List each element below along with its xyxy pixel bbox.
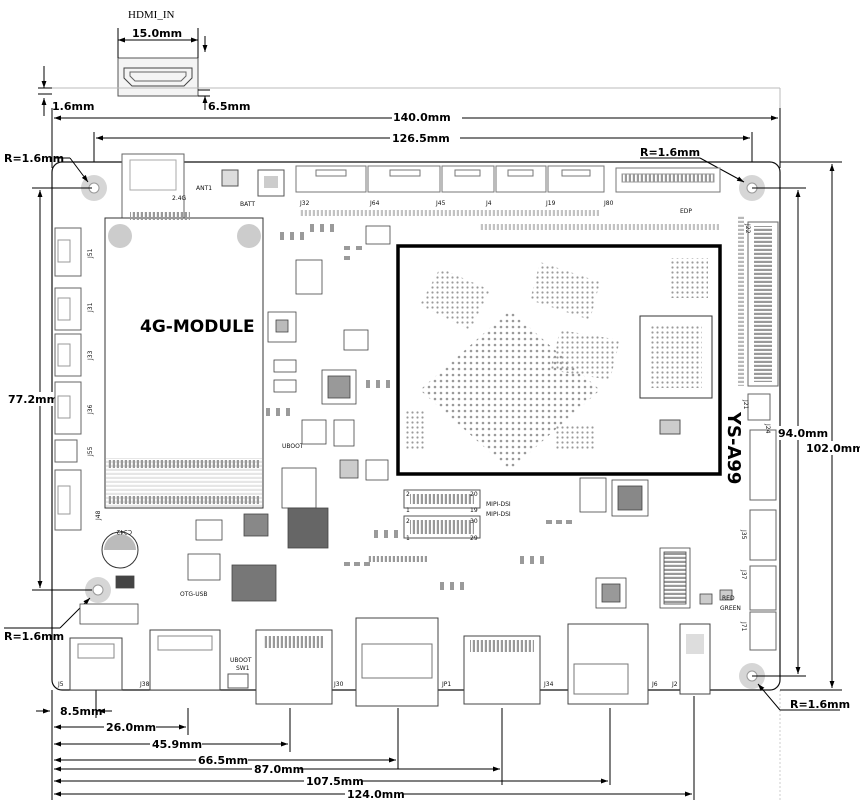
component-clusters — [79, 225, 391, 625]
hdmi-label: HDMI_IN — [128, 9, 174, 21]
bottom-dim-2: 26.0mm — [106, 721, 156, 734]
passive-row — [300, 210, 600, 216]
hdmi-offset-dim: 6.5mm — [208, 100, 250, 113]
soc-region — [396, 244, 722, 476]
cap-label: C342 — [116, 528, 132, 535]
conn-j5: J5 — [57, 681, 64, 688]
ant-band-label: 2.4G — [172, 195, 187, 202]
mipi-label-2: MIPI-DSI — [486, 511, 511, 518]
uboot-label: UBOOT — [282, 443, 304, 450]
conn-jp1: JP1 — [441, 681, 451, 688]
mipi-pin-1a: 1 — [406, 507, 410, 514]
ant-label: ANT1 — [196, 185, 212, 192]
overall-height-text: 102.0mm — [806, 442, 860, 455]
bottom-dim-5: 87.0mm — [254, 763, 304, 776]
conn-j45: J45 — [435, 200, 446, 207]
bottom-dims: 8.5mm 26.0mm 45.9mm 66.5mm 87.0mm 107.5m… — [36, 690, 695, 801]
conn-j2: J2 — [671, 681, 678, 688]
radius-callouts: R=1.6mm R=1.6mm R=1.6mm R=1.6mm — [4, 146, 850, 711]
batt-label: BATT — [240, 201, 255, 208]
radius-top-left: R=1.6mm — [4, 152, 64, 165]
capacitor-area: C342 OTG-USB UBOOT UBOOT SW1 — [101, 443, 304, 672]
bottom-dim-7: 124.0mm — [347, 788, 405, 801]
uboot-sw-label-2: SW1 — [236, 665, 250, 672]
led-red-label: RED — [722, 595, 735, 602]
bottom-dim-4: 66.5mm — [198, 754, 248, 767]
mipi-pin-29: 29 — [470, 535, 478, 542]
conn-j30: J30 — [333, 681, 344, 688]
passive-components — [266, 224, 572, 590]
top-margin-dim: 1.6mm — [38, 66, 94, 116]
conn-j19: J19 — [545, 200, 556, 207]
conn-j21: J21 — [742, 399, 749, 410]
bottom-connectors: J5 J38 J30 JP1 J34 J6 J2 — [57, 617, 711, 707]
conn-j34: J34 — [543, 681, 554, 688]
conn-j71: J71 — [740, 621, 747, 632]
conn-j48: J48 — [95, 510, 102, 521]
conn-j64: J64 — [369, 200, 380, 207]
overall-width-text: 140.0mm — [393, 111, 451, 124]
hole-bottom-left — [85, 577, 111, 603]
overall-width-dim: 140.0mm — [51, 108, 781, 168]
mipi-pin-20: 20 — [470, 491, 478, 498]
mipi-pin-2a: 2 — [406, 491, 410, 498]
conn-j55: J55 — [87, 446, 94, 457]
hole-span-dim: 126.5mm — [93, 130, 753, 168]
top-margin-text: 1.6mm — [52, 100, 94, 113]
conn-j35: J35 — [740, 529, 747, 540]
right-lower-components — [579, 477, 733, 609]
conn-j32: J32 — [299, 200, 310, 207]
radius-top-right: R=1.6mm — [640, 146, 700, 159]
conn-j6: J6 — [651, 681, 658, 688]
radius-bottom-right: R=1.6mm — [790, 698, 850, 711]
left-connectors: J51 J31 J33 J36 J55 J48 — [54, 227, 102, 531]
mipi-connectors: 2 20 1 19 2 30 1 29 MIPI-DSI MIPI-DSI — [403, 489, 511, 542]
hdmi-connector: HDMI_IN 15.0mm 6.5mm — [117, 9, 250, 113]
conn-j31: J31 — [87, 302, 94, 313]
conn-j4: J4 — [485, 200, 492, 207]
module-4g: 4G-MODULE — [104, 212, 264, 509]
left-height-text: 77.2mm — [8, 393, 58, 406]
passive-row-2 — [480, 224, 720, 230]
hole-span-v-text: 94.0mm — [778, 427, 828, 440]
conn-j22: J22 — [744, 223, 751, 234]
conn-j38: J38 — [139, 681, 150, 688]
conn-j33: J33 — [87, 350, 94, 361]
bottom-dim-6: 107.5mm — [306, 775, 364, 788]
mipi-label-1: MIPI-DSI — [486, 501, 511, 508]
mipi-pin-30: 30 — [470, 518, 478, 525]
board-brand: YS-A99 — [723, 411, 744, 484]
mipi-pin-1b: 1 — [406, 535, 410, 542]
left-height-dim: 77.2mm — [6, 187, 92, 591]
conn-j80: J80 — [603, 200, 614, 207]
conn-j37: J37 — [740, 569, 747, 580]
right-connectors: J22 J21 J24 J35 J37 J71 — [738, 216, 779, 651]
top-connectors: J32 J64 J45 J4 J19 J80 EDP — [295, 165, 721, 215]
mipi-pin-2b: 2 — [406, 518, 410, 525]
module-label: 4G-MODULE — [140, 317, 255, 337]
bottom-dim-1: 8.5mm — [60, 705, 102, 718]
edp-label: EDP — [680, 208, 692, 215]
conn-j36: J36 — [87, 404, 94, 415]
hole-span-text: 126.5mm — [392, 132, 450, 145]
otg-label: OTG-USB — [180, 591, 208, 598]
uboot-sw-label-1: UBOOT — [230, 657, 252, 664]
conn-j51: J51 — [87, 248, 94, 259]
mipi-pin-19: 19 — [470, 507, 478, 514]
conn-j24: J24 — [764, 423, 771, 434]
radius-bottom-left: R=1.6mm — [4, 630, 64, 643]
right-dims: 94.0mm 102.0mm — [752, 161, 860, 691]
bottom-dim-3: 45.9mm — [152, 738, 202, 751]
led-green-label: GREEN — [720, 605, 741, 612]
hdmi-width-dim: 15.0mm — [132, 27, 182, 40]
